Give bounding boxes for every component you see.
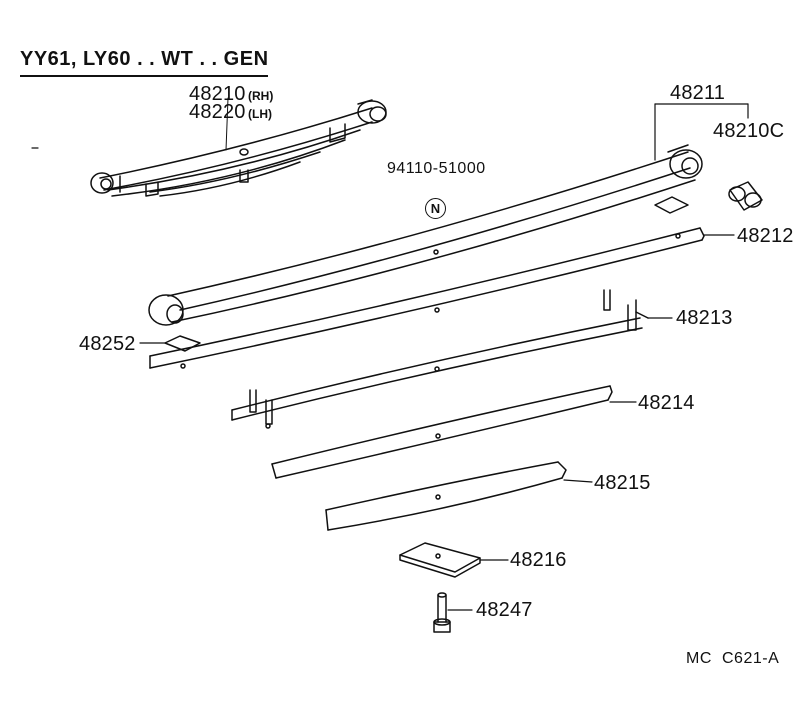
label-48213: 48213 [676, 307, 733, 329]
label-48210: 48210 [189, 83, 246, 105]
label-48212: 48212 [737, 225, 794, 247]
model-title: YY61, LY60 . . WT . . GEN [20, 48, 269, 70]
leaf-no4-shape [271, 385, 613, 479]
label-94110-51000: 94110-51000 [387, 160, 486, 177]
label-48216: 48216 [510, 549, 567, 571]
new-part-mark: N [425, 198, 446, 219]
center-bolt-shape [433, 592, 451, 633]
label-48220-side: (LH) [248, 107, 272, 121]
label-48252: 48252 [79, 333, 136, 355]
insert-shape [164, 335, 201, 352]
leader-lines [139, 103, 749, 611]
spring-assembly-thumbnail [90, 97, 387, 197]
figure-code: C621-A [722, 650, 780, 667]
leaf-no1-pad-shape [654, 196, 689, 214]
bushing-shape [728, 181, 763, 211]
label-48215: 48215 [594, 472, 651, 494]
leaf-no1-shape [148, 144, 703, 326]
label-48247: 48247 [476, 599, 533, 621]
label-48214: 48214 [638, 392, 695, 414]
leaf-no5-shape [325, 461, 567, 531]
label-48211: 48211 [670, 82, 726, 104]
label-48220: 48220 [189, 101, 246, 123]
leaf-no3-shape [231, 289, 649, 429]
title-underline [20, 75, 268, 77]
figure-code-prefix: MC [686, 650, 712, 667]
leaf-no2-shape [149, 227, 705, 369]
label-48210-side: (RH) [248, 89, 274, 103]
spacer-shape [399, 542, 481, 578]
label-48210c: 48210C [713, 120, 785, 142]
